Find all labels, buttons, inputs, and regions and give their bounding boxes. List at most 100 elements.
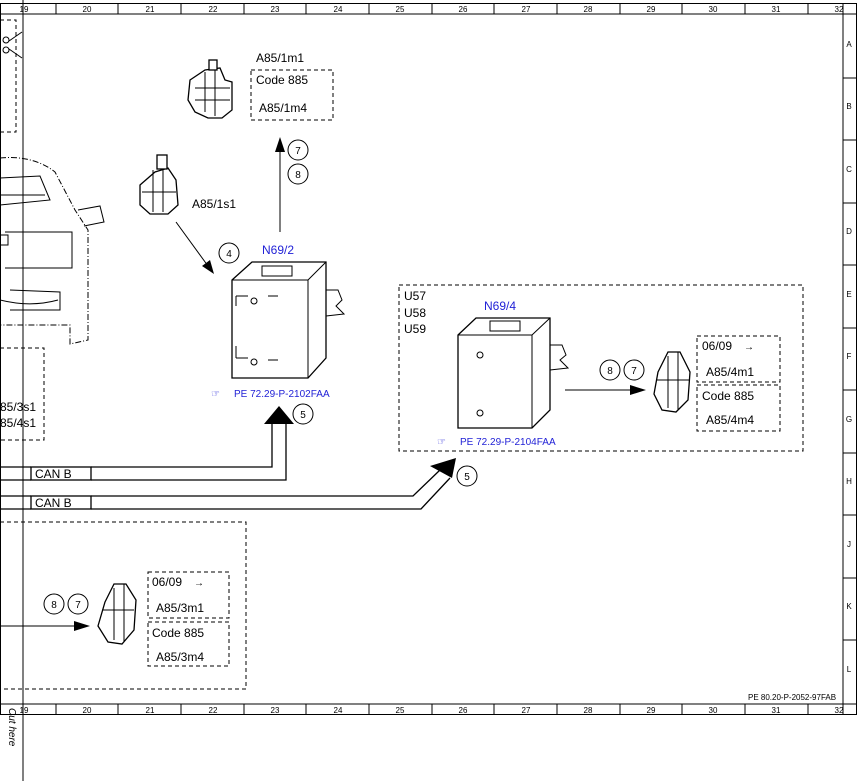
column-label: 24 [334, 706, 343, 715]
column-label: 25 [396, 5, 405, 14]
pe-reference-n69-4: ☞ PE 72.29-P-2104FAA [437, 437, 556, 448]
can-b-upper-box [30, 466, 92, 481]
label-code-885-top: Code 885 [256, 73, 308, 87]
pe-reference-n69-2: ☞ PE 72.29-P-2102FAA [211, 389, 330, 400]
svg-text:7: 7 [631, 366, 637, 377]
page-reference: PE 80.20-P-2052-97FAB [748, 693, 836, 702]
row-label: G [846, 415, 852, 424]
label-85-3s1: 85/3s1 [0, 400, 36, 414]
label-a85-1s1: A85/1s1 [192, 197, 236, 211]
label-code-885-right: Code 885 [702, 389, 754, 403]
hand-pointer-icon: ☞ [211, 389, 220, 400]
circle-7-bottom: 7 [67, 593, 89, 615]
column-label: 23 [271, 5, 280, 14]
svg-text:5: 5 [464, 472, 470, 483]
column-label: 29 [647, 5, 656, 14]
column-label: 21 [146, 5, 155, 14]
svg-text:5: 5 [300, 410, 306, 421]
row-label: B [846, 102, 851, 111]
column-label: 20 [83, 5, 92, 14]
column-label: 32 [835, 706, 844, 715]
row-label: K [846, 602, 852, 611]
column-label: 23 [271, 706, 280, 715]
circle-7-right: 7 [623, 359, 645, 381]
svg-text:7: 7 [295, 146, 301, 157]
row-label: E [846, 290, 851, 299]
label-a85-1m4: A85/1m4 [259, 101, 307, 115]
label-85-4s1: 85/4s1 [0, 416, 36, 430]
control-unit-n69-2-icon [231, 261, 346, 379]
column-label: 27 [522, 5, 531, 14]
svg-text:PE 72.29-P-2104FAA: PE 72.29-P-2104FAA [460, 437, 556, 448]
label-a85-4m4: A85/4m4 [706, 413, 754, 427]
row-label: A [846, 40, 852, 49]
label-a85-4m1: A85/4m1 [706, 365, 754, 379]
column-label: 31 [772, 706, 781, 715]
column-label: 30 [709, 706, 718, 715]
column-label: 28 [584, 706, 593, 715]
row-label: H [846, 477, 852, 486]
arrow-right-icon: → [744, 342, 754, 353]
column-label: 26 [459, 706, 468, 715]
switch-a85-1s1-icon [139, 154, 179, 215]
svg-text:8: 8 [51, 600, 57, 611]
n69-4-dashed-region [398, 284, 804, 452]
a85-3m-code-box [147, 621, 230, 667]
row-label: F [847, 352, 852, 361]
label-date-0609-bottom: 06/09 [152, 575, 182, 589]
row-labels: A B C D E F G H J K L [846, 40, 852, 674]
label-a85-1m1: A85/1m1 [256, 51, 304, 65]
scissors-icon [2, 31, 23, 59]
actuator-a85-4m-icon [653, 351, 691, 413]
column-label: 22 [209, 706, 218, 715]
label-u59: U59 [404, 322, 426, 336]
label-code-885-bottom: Code 885 [152, 626, 204, 640]
column-label: 20 [83, 706, 92, 715]
label-n69-4: N69/4 [484, 299, 516, 313]
circle-5-mid: 5 [292, 403, 314, 425]
can-b-lower-box [30, 495, 92, 510]
circle-8-right: 8 [599, 359, 621, 381]
label-n69-2: N69/2 [262, 243, 294, 257]
a85-1m-dashed-box [250, 69, 334, 121]
arrow-head [202, 260, 214, 274]
a85-4m-date-box [696, 335, 781, 383]
row-label: L [847, 665, 852, 674]
arrow-right-icon: → [194, 578, 204, 589]
bottom-dashed-region [0, 521, 247, 690]
svg-text:4: 4 [226, 249, 232, 260]
label-a85-3m4: A85/3m4 [156, 650, 204, 664]
row-label: C [846, 165, 852, 174]
svg-text:PE 72.29-P-2102FAA: PE 72.29-P-2102FAA [234, 389, 330, 400]
column-label: 19 [20, 706, 29, 715]
row-label: J [847, 540, 851, 549]
can-b-upper-label: CAN B [35, 467, 72, 481]
column-label: 19 [20, 5, 29, 14]
label-u58: U58 [404, 306, 426, 320]
row-label: D [846, 227, 852, 236]
column-label: 22 [209, 5, 218, 14]
column-label: 28 [584, 5, 593, 14]
label-a85-3m1: A85/3m1 [156, 601, 204, 615]
column-ticks [0, 3, 844, 715]
column-label: 30 [709, 5, 718, 14]
column-label: 26 [459, 5, 468, 14]
circle-8-bottom: 8 [43, 593, 65, 615]
label-date-0609-right: 06/09 [702, 339, 732, 353]
column-label: 32 [835, 5, 844, 14]
can-b-lower-label: CAN B [35, 496, 72, 510]
can-arrow-n69-2 [264, 406, 294, 424]
hand-pointer-icon: ☞ [437, 437, 446, 448]
circle-5-right: 5 [456, 465, 478, 487]
svg-text:7: 7 [75, 600, 81, 611]
column-label: 25 [396, 706, 405, 715]
svg-text:8: 8 [607, 366, 613, 377]
cut-here-label: Cut here [6, 708, 17, 747]
control-unit-n69-4-icon [457, 317, 570, 429]
svg-text:8: 8 [295, 170, 301, 181]
actuator-a85-3m-icon [97, 583, 137, 645]
column-label: 29 [647, 706, 656, 715]
